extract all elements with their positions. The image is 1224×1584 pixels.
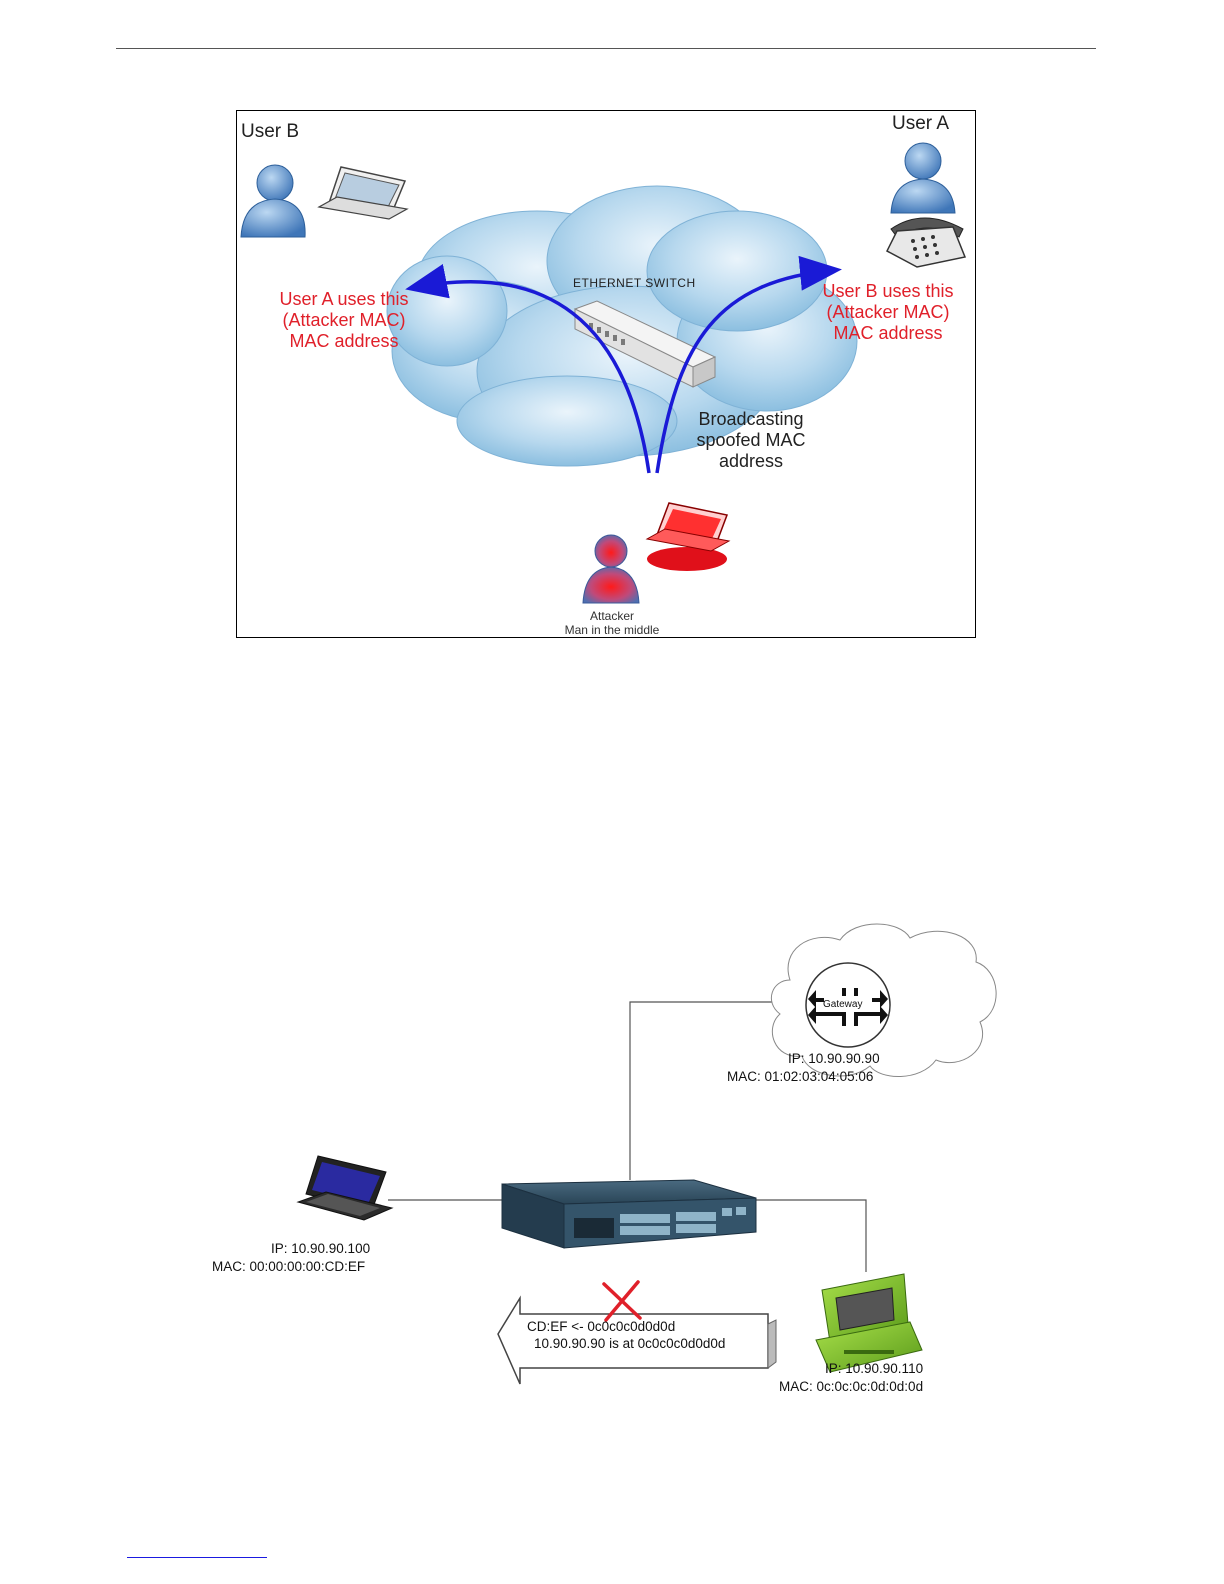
ethernet-switch-icon	[573, 300, 717, 388]
arp-reply-arrow	[497, 1295, 777, 1385]
arp-line-2: 10.90.90.90 is at 0c0c0c0d0d0d	[534, 1336, 726, 1351]
mitm-diagram: User B User A ETHERNET SWITCH User A use…	[236, 110, 976, 638]
spoof-arrow-right	[655, 255, 842, 474]
arp-line-1: CD:EF <- 0c0c0c0d0d0d	[527, 1319, 676, 1334]
left-spoof-note: User A uses this (Attacker MAC) MAC addr…	[259, 289, 429, 352]
blocked-x-icon	[602, 1280, 642, 1322]
spoof-arrow-left	[405, 263, 651, 474]
client-pc-icon	[815, 1273, 923, 1373]
right-spoof-note: User B uses this (Attacker MAC) MAC addr…	[803, 281, 973, 344]
arp-spoof-diagram: Gateway IP: 10.90.90.90 MAC: 01:02:03:04…	[180, 910, 1020, 1410]
broadcast-note: Broadcasting spoofed MAC address	[671, 409, 831, 472]
broadcast-note-line: spoofed MAC	[696, 430, 806, 450]
right-note-line: User B uses this	[822, 281, 954, 301]
left-note-line: MAC address	[289, 331, 399, 351]
user-b-label: User B	[241, 121, 300, 142]
user-a-label: User A	[892, 113, 950, 134]
arp-spoof-diagram-graphic	[296, 923, 997, 1385]
switch-pc-link	[755, 1199, 867, 1272]
pc-mac: MAC: 0c:0c:0c:0d:0d:0d	[779, 1379, 924, 1394]
broadcast-note-line: Broadcasting	[698, 409, 804, 429]
user-b-laptop-icon	[317, 166, 409, 220]
left-note-line: User A uses this	[279, 289, 409, 309]
attacker-label-line: Attacker	[589, 609, 634, 623]
footer-link-rule	[127, 1557, 267, 1558]
switch-label: ETHERNET SWITCH	[573, 276, 696, 290]
network-cloud	[386, 185, 858, 467]
laptop-mac: MAC: 00:00:00:00:CD:EF	[212, 1259, 366, 1274]
left-note-line: (Attacker MAC)	[282, 310, 406, 330]
attacker-label: Attacker Man in the middle	[537, 609, 687, 637]
mitm-diagram-graphic	[240, 142, 967, 604]
dlink-switch-icon	[501, 1179, 757, 1249]
header-rule	[116, 48, 1096, 49]
switch-gateway-link	[629, 1001, 805, 1180]
attacker-label-line: Man in the middle	[564, 623, 660, 637]
connection-lines	[388, 1001, 867, 1272]
gateway-ip: IP: 10.90.90.90	[788, 1051, 880, 1066]
user-a-person-icon	[890, 142, 956, 214]
right-note-line: (Attacker MAC)	[826, 302, 950, 322]
client-laptop-icon	[296, 1155, 394, 1221]
pc-ip: IP: 10.90.90.110	[825, 1361, 924, 1376]
attacker-person-icon	[582, 534, 640, 604]
attacker-laptop-icon	[645, 502, 731, 571]
user-a-phone-icon	[886, 217, 967, 268]
gateway-router-icon	[805, 962, 891, 1048]
gateway-mac: MAC: 01:02:03:04:05:06	[727, 1069, 874, 1084]
right-note-line: MAC address	[833, 323, 943, 343]
gateway-label: Gateway	[823, 999, 863, 1010]
broadcast-note-line: address	[718, 451, 784, 471]
laptop-ip: IP: 10.90.90.100	[271, 1241, 371, 1256]
user-b-person-icon	[240, 164, 306, 238]
